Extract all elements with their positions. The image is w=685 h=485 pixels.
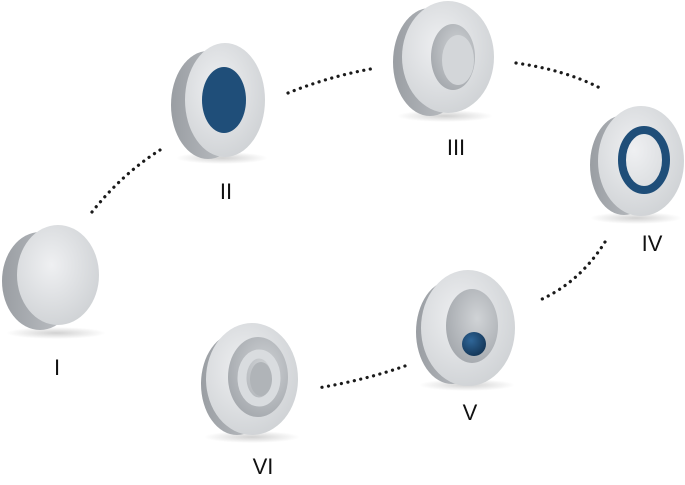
blue-sphere xyxy=(462,332,486,356)
disc-face xyxy=(598,106,684,216)
label-stage-vi: VI xyxy=(253,454,274,479)
label-stage-ii: II xyxy=(220,179,232,204)
disc-stage-ii xyxy=(171,43,268,164)
disc-stage-v xyxy=(416,270,515,391)
disc-face xyxy=(17,225,99,325)
connector-v-vi xyxy=(316,364,407,390)
label-stage-iv: IV xyxy=(642,231,663,256)
label-stage-i: I xyxy=(54,355,60,380)
connector-iii-iv xyxy=(514,61,602,90)
disc-stage-i xyxy=(2,225,106,339)
ring xyxy=(618,126,670,194)
disc-stage-iv xyxy=(590,106,684,224)
connector-ii-iii xyxy=(286,66,378,95)
stage-labels: I II III IV V VI xyxy=(54,135,663,479)
filled-center xyxy=(202,67,246,133)
label-stage-iii: III xyxy=(447,135,465,160)
raised-ring xyxy=(237,349,281,407)
connector-i-ii xyxy=(90,148,162,214)
connector-iv-v xyxy=(538,240,607,302)
disc-stage-vi xyxy=(201,323,300,443)
label-stage-v: V xyxy=(463,400,478,425)
disc-stage-iii xyxy=(393,1,494,122)
connectors xyxy=(90,61,607,390)
